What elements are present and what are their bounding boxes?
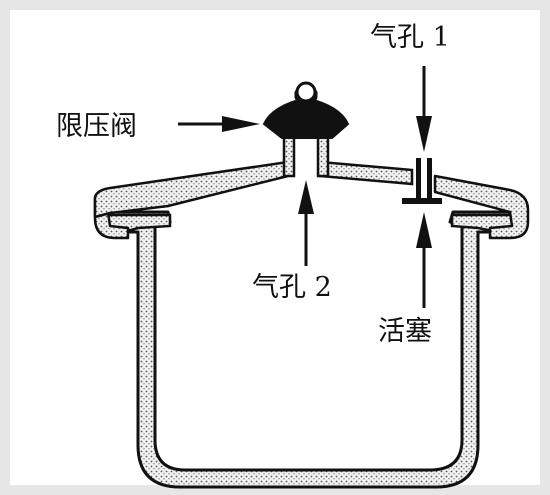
- label-vent-hole-2: 气孔 2: [252, 272, 332, 303]
- label-piston: 活塞: [378, 316, 432, 347]
- lid: [93, 160, 530, 240]
- label-vent-hole-1: 气孔 1: [370, 22, 450, 53]
- piston: [402, 158, 442, 204]
- label-pressure-valve: 限压阀: [56, 111, 137, 142]
- lid-top-right: [318, 160, 414, 186]
- arrow-pressure-valve: [178, 116, 260, 132]
- lid-top-left: [93, 160, 290, 219]
- arrow-vent-hole-2: [298, 180, 314, 266]
- pressure-valve-weight: [262, 81, 350, 139]
- arrow-piston: [416, 212, 432, 308]
- lid-top-right-2: [433, 174, 530, 240]
- valve-stem: [282, 134, 330, 178]
- pot-body: [106, 210, 514, 489]
- arrow-vent-hole-1: [416, 66, 432, 152]
- pot-wall: [110, 210, 514, 489]
